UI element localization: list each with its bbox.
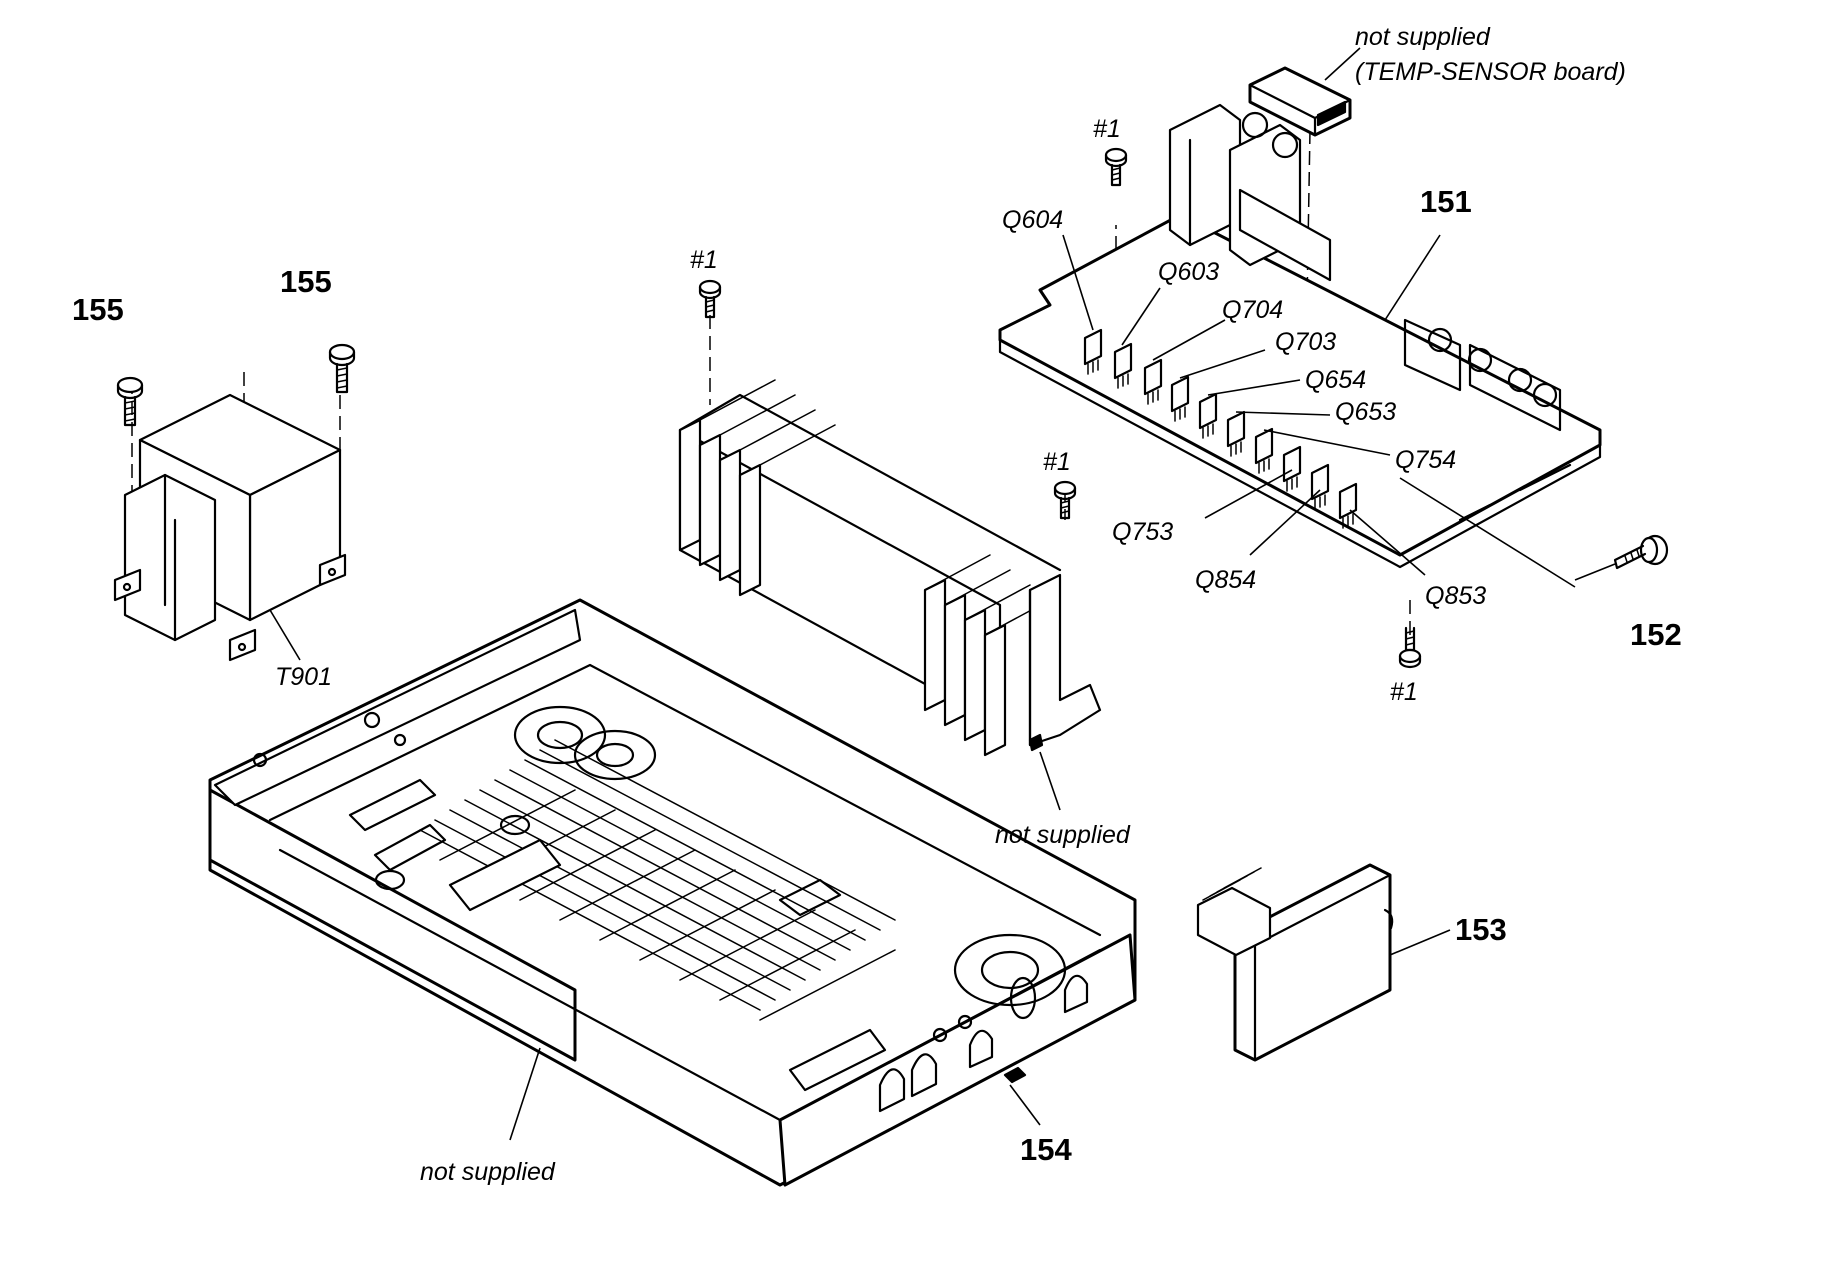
transistor-leaders [1062, 234, 1426, 576]
screw-155-left [116, 376, 144, 427]
label-t901: T901 [275, 663, 332, 691]
chassis-vents [419, 739, 896, 1021]
transformer-t901 [113, 393, 347, 662]
label-q654: Q654 [1305, 366, 1366, 394]
label-154: 154 [1020, 1132, 1072, 1167]
label-screw-1-heatsink: #1 [690, 246, 718, 274]
heat-sink [678, 379, 1102, 757]
label-q854: Q854 [1195, 566, 1256, 594]
label-152: 152 [1630, 617, 1682, 652]
chassis [208, 598, 1137, 1187]
label-not-supplied-temp-line1: not supplied [1355, 23, 1491, 51]
screw-1-board-bottom [1398, 626, 1422, 669]
temp-sensor-board [1248, 47, 1361, 137]
label-q653: Q653 [1335, 398, 1396, 426]
main-board [998, 103, 1602, 576]
label-not-supplied-bracket: not supplied [995, 821, 1131, 849]
label-q603: Q603 [1158, 258, 1219, 286]
label-151: 151 [1420, 184, 1472, 219]
label-q754: Q754 [1395, 446, 1456, 474]
label-q703: Q703 [1275, 328, 1336, 356]
label-screw-1-board-bottom: #1 [1390, 678, 1418, 706]
labels: 155 155 T901 #1 #1 #1 #1 not supplied (T… [72, 23, 1682, 1186]
label-155-right: 155 [280, 264, 332, 299]
label-q604: Q604 [1002, 206, 1063, 234]
screw-152 [1574, 534, 1669, 581]
note-leaders [509, 751, 1061, 1141]
label-not-supplied-temp-line2: (TEMP-SENSOR board) [1355, 58, 1626, 86]
cover-153 [1196, 863, 1451, 1062]
label-q853: Q853 [1425, 582, 1486, 610]
screw-1-board-top [1104, 147, 1128, 187]
label-155-left: 155 [72, 292, 124, 327]
screw-1-heatsink [698, 279, 722, 319]
transistor-row [1083, 328, 1358, 529]
label-q704: Q704 [1222, 296, 1283, 324]
label-screw-1-board-top: #1 [1093, 115, 1121, 143]
screws [116, 147, 1669, 669]
label-screw-1-bracket: #1 [1043, 448, 1071, 476]
screw-155-right [328, 343, 356, 394]
screw-1-bracket [1053, 480, 1077, 520]
label-q753: Q753 [1112, 518, 1173, 546]
label-not-supplied-chassis: not supplied [420, 1158, 556, 1186]
label-153: 153 [1455, 912, 1507, 947]
